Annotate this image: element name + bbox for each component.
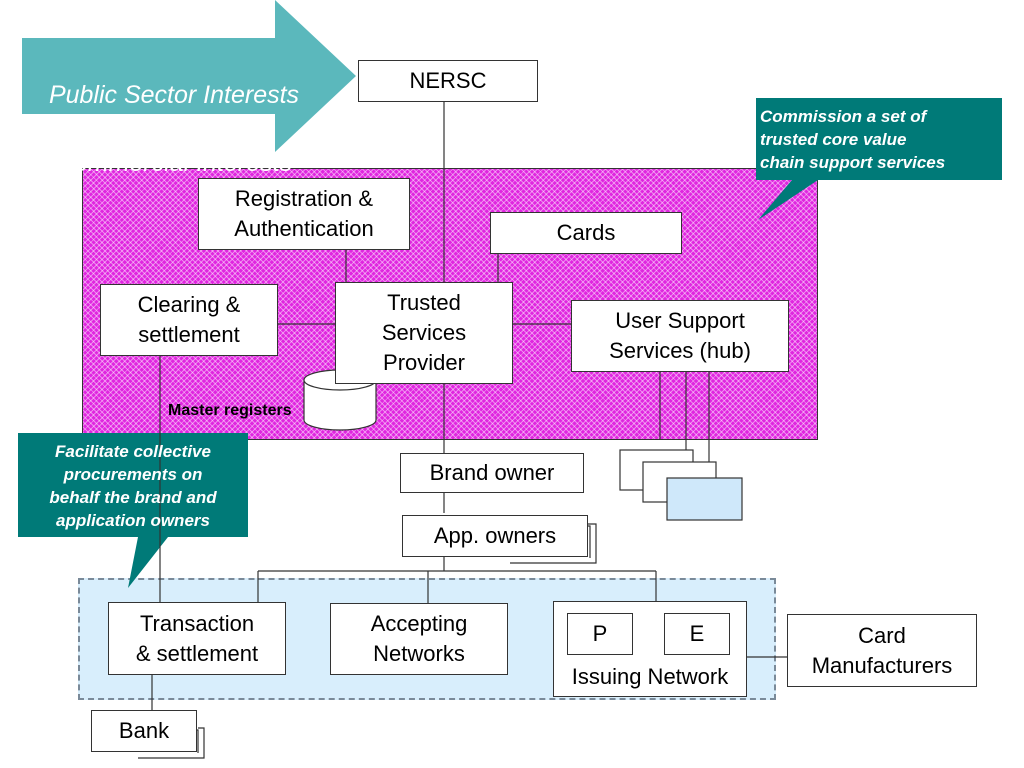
commission-callout: Commission a set of trusted core value c… [760,107,946,172]
user-support-node[interactable]: User Support Services (hub) [571,300,789,372]
facilitate-callout: Facilitate collective procurements on be… [49,442,217,530]
trusted-services-node[interactable]: Trusted Services Provider [335,282,513,384]
interests-arrow [22,0,356,152]
cards-node[interactable]: Cards [490,212,682,254]
clearing-node[interactable]: Clearing & settlement [100,284,278,356]
card-manufacturers-node[interactable]: Card Manufacturers [787,614,977,687]
issuing-network-label: Issuing Network [571,664,729,689]
commercial-label: Commercial Interests [55,149,293,177]
registration-node[interactable]: Registration & Authentication [198,178,410,250]
master-registers-label: Master registers [168,402,292,419]
transaction-node[interactable]: Transaction & settlement [108,602,286,675]
app-owners-node[interactable]: App. owners [402,515,588,557]
public-sector-label: Public Sector Interests [48,81,300,109]
accepting-networks-node[interactable]: Accepting Networks [330,603,508,675]
bank-node[interactable]: Bank [91,710,197,752]
issuing-p-node[interactable]: P [567,613,633,655]
facilitate-callout-shape [18,433,248,588]
brand-owner-node[interactable]: Brand owner [400,453,584,493]
issuing-e-node[interactable]: E [664,613,730,655]
nersc-node[interactable]: NERSC [358,60,538,102]
commission-callout-shape [756,98,1002,220]
interests-arrow-label: Public Sector Interests Commercial Inter… [24,44,324,214]
